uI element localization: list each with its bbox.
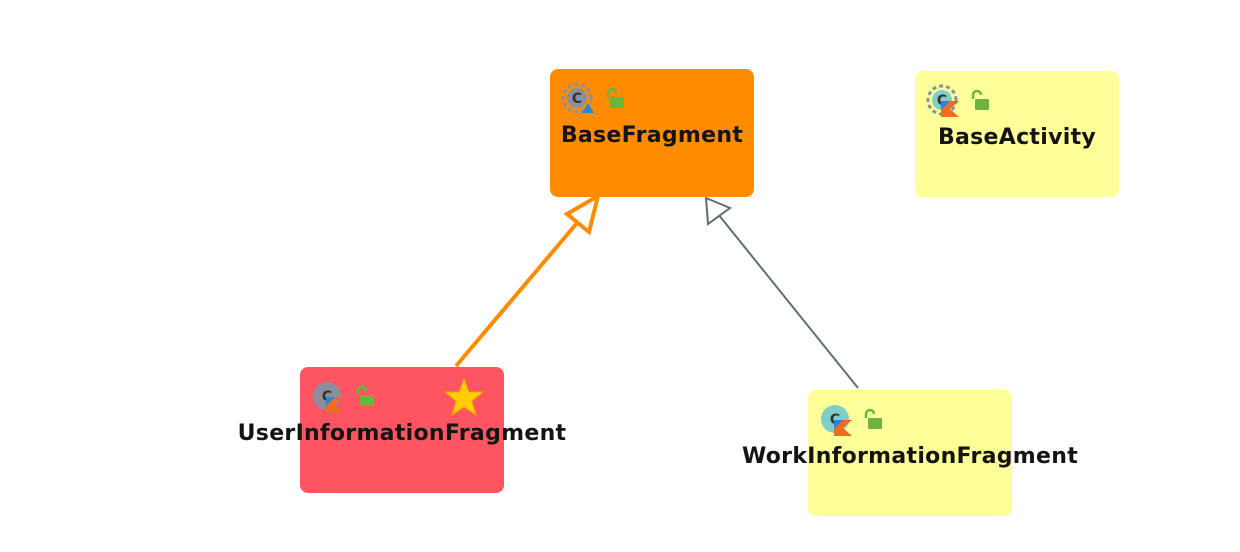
- node-label: BaseActivity: [937, 125, 1097, 150]
- node-baseactivity[interactable]: C BaseActivity: [915, 71, 1119, 197]
- kotlin-class-icon: C: [821, 405, 852, 436]
- edge-userinformation-extends-basefragment[interactable]: [454, 191, 602, 368]
- node-label: UserInformationFragment: [237, 421, 567, 446]
- abstract-kotlin-class-icon: C: [926, 84, 959, 117]
- kotlin-class-icon: C: [313, 382, 344, 413]
- node-label: BaseFragment: [560, 123, 744, 148]
- public-unlocked-icon: [971, 89, 989, 110]
- node-basefragment[interactable]: C BaseFragment: [550, 69, 754, 197]
- star-icon: [444, 377, 484, 417]
- node-label: WorkInformationFragment: [741, 444, 1079, 469]
- public-unlocked-icon: [864, 408, 882, 429]
- abstract-class-icon: C: [561, 82, 594, 114]
- public-unlocked-icon: [356, 385, 374, 406]
- public-unlocked-icon: [606, 87, 624, 108]
- node-userinformationfragment[interactable]: C UserInformationFragment: [238, 367, 566, 493]
- edge-workinformation-extends-basefragment[interactable]: [704, 196, 859, 389]
- svg-text:C: C: [572, 91, 582, 107]
- node-workinformationfragment[interactable]: C WorkInformationFragment: [742, 390, 1078, 516]
